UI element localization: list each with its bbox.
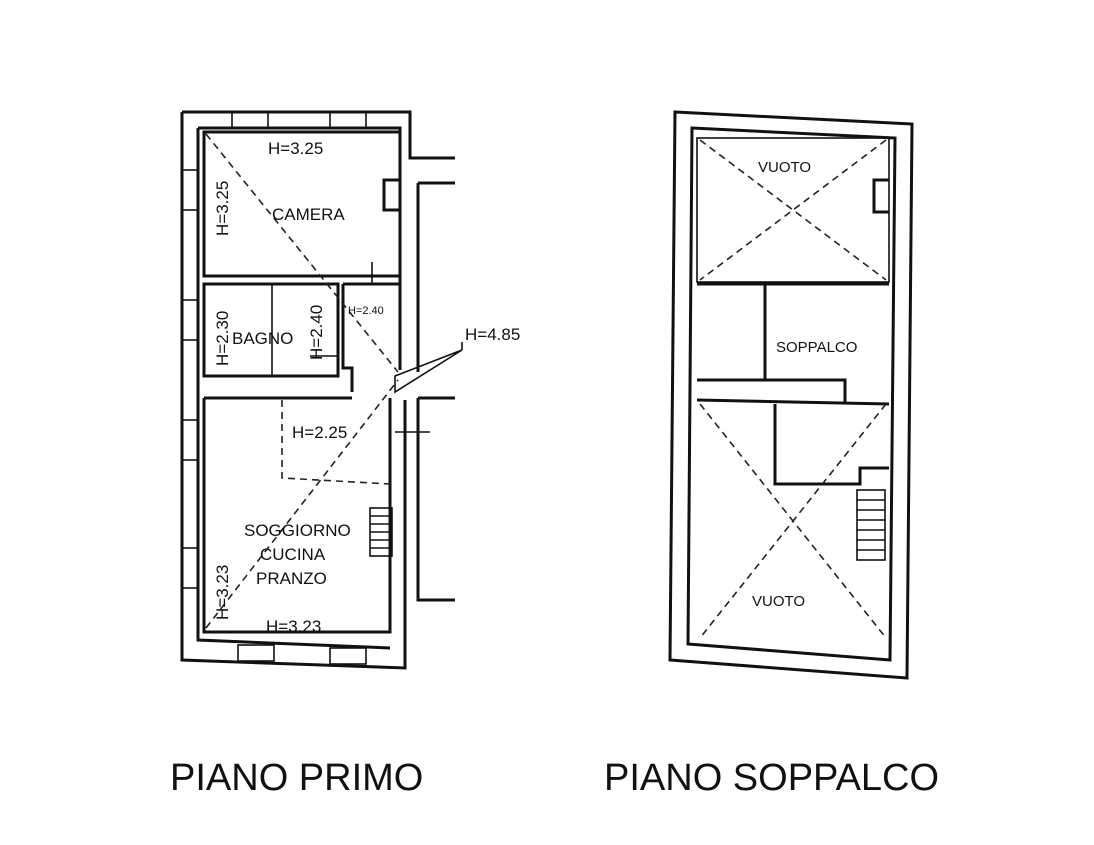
room-label-soggiorno: SOGGIORNO [244, 521, 351, 540]
corridor-height-label: H=2.40 [348, 305, 384, 317]
room-label-soppalco: SOPPALCO [776, 339, 857, 356]
room-label-vuoto-bottom: VUOTO [752, 593, 805, 610]
room-label-vuoto-top: VUOTO [758, 159, 811, 176]
camera-height-side-label: H=3.25 [213, 181, 232, 236]
stair-void-height-label: H=4.85 [465, 325, 520, 344]
living-height-side-label: H=3.23 [213, 565, 232, 620]
living-height-bottom-label: H=3.23 [266, 617, 321, 636]
camera-height-top-label: H=3.25 [268, 139, 323, 158]
mezzanine-height-label: H=2.25 [292, 423, 347, 442]
bagno-height-right-label: H=2.40 [307, 305, 326, 360]
stair-icon [369, 507, 393, 557]
room-label-cucina: CUCINA [260, 545, 326, 564]
stair-icon [856, 489, 886, 561]
piano-soppalco-title: PIANO SOPPALCO [604, 757, 939, 799]
room-label-camera: CAMERA [272, 205, 345, 224]
bagno-height-left-label: H=2.30 [213, 311, 232, 366]
piano-primo-plan: H=3.25 H=3.25 CAMERA H=2.30 BAGNO H=2.40… [170, 110, 520, 799]
room-label-bagno: BAGNO [232, 329, 293, 348]
piano-primo-title: PIANO PRIMO [170, 757, 423, 799]
room-label-pranzo: PRANZO [256, 569, 327, 588]
piano-soppalco-plan: VUOTO SOPPALCO VUOTO PIANO SOPPALCO [604, 110, 939, 799]
